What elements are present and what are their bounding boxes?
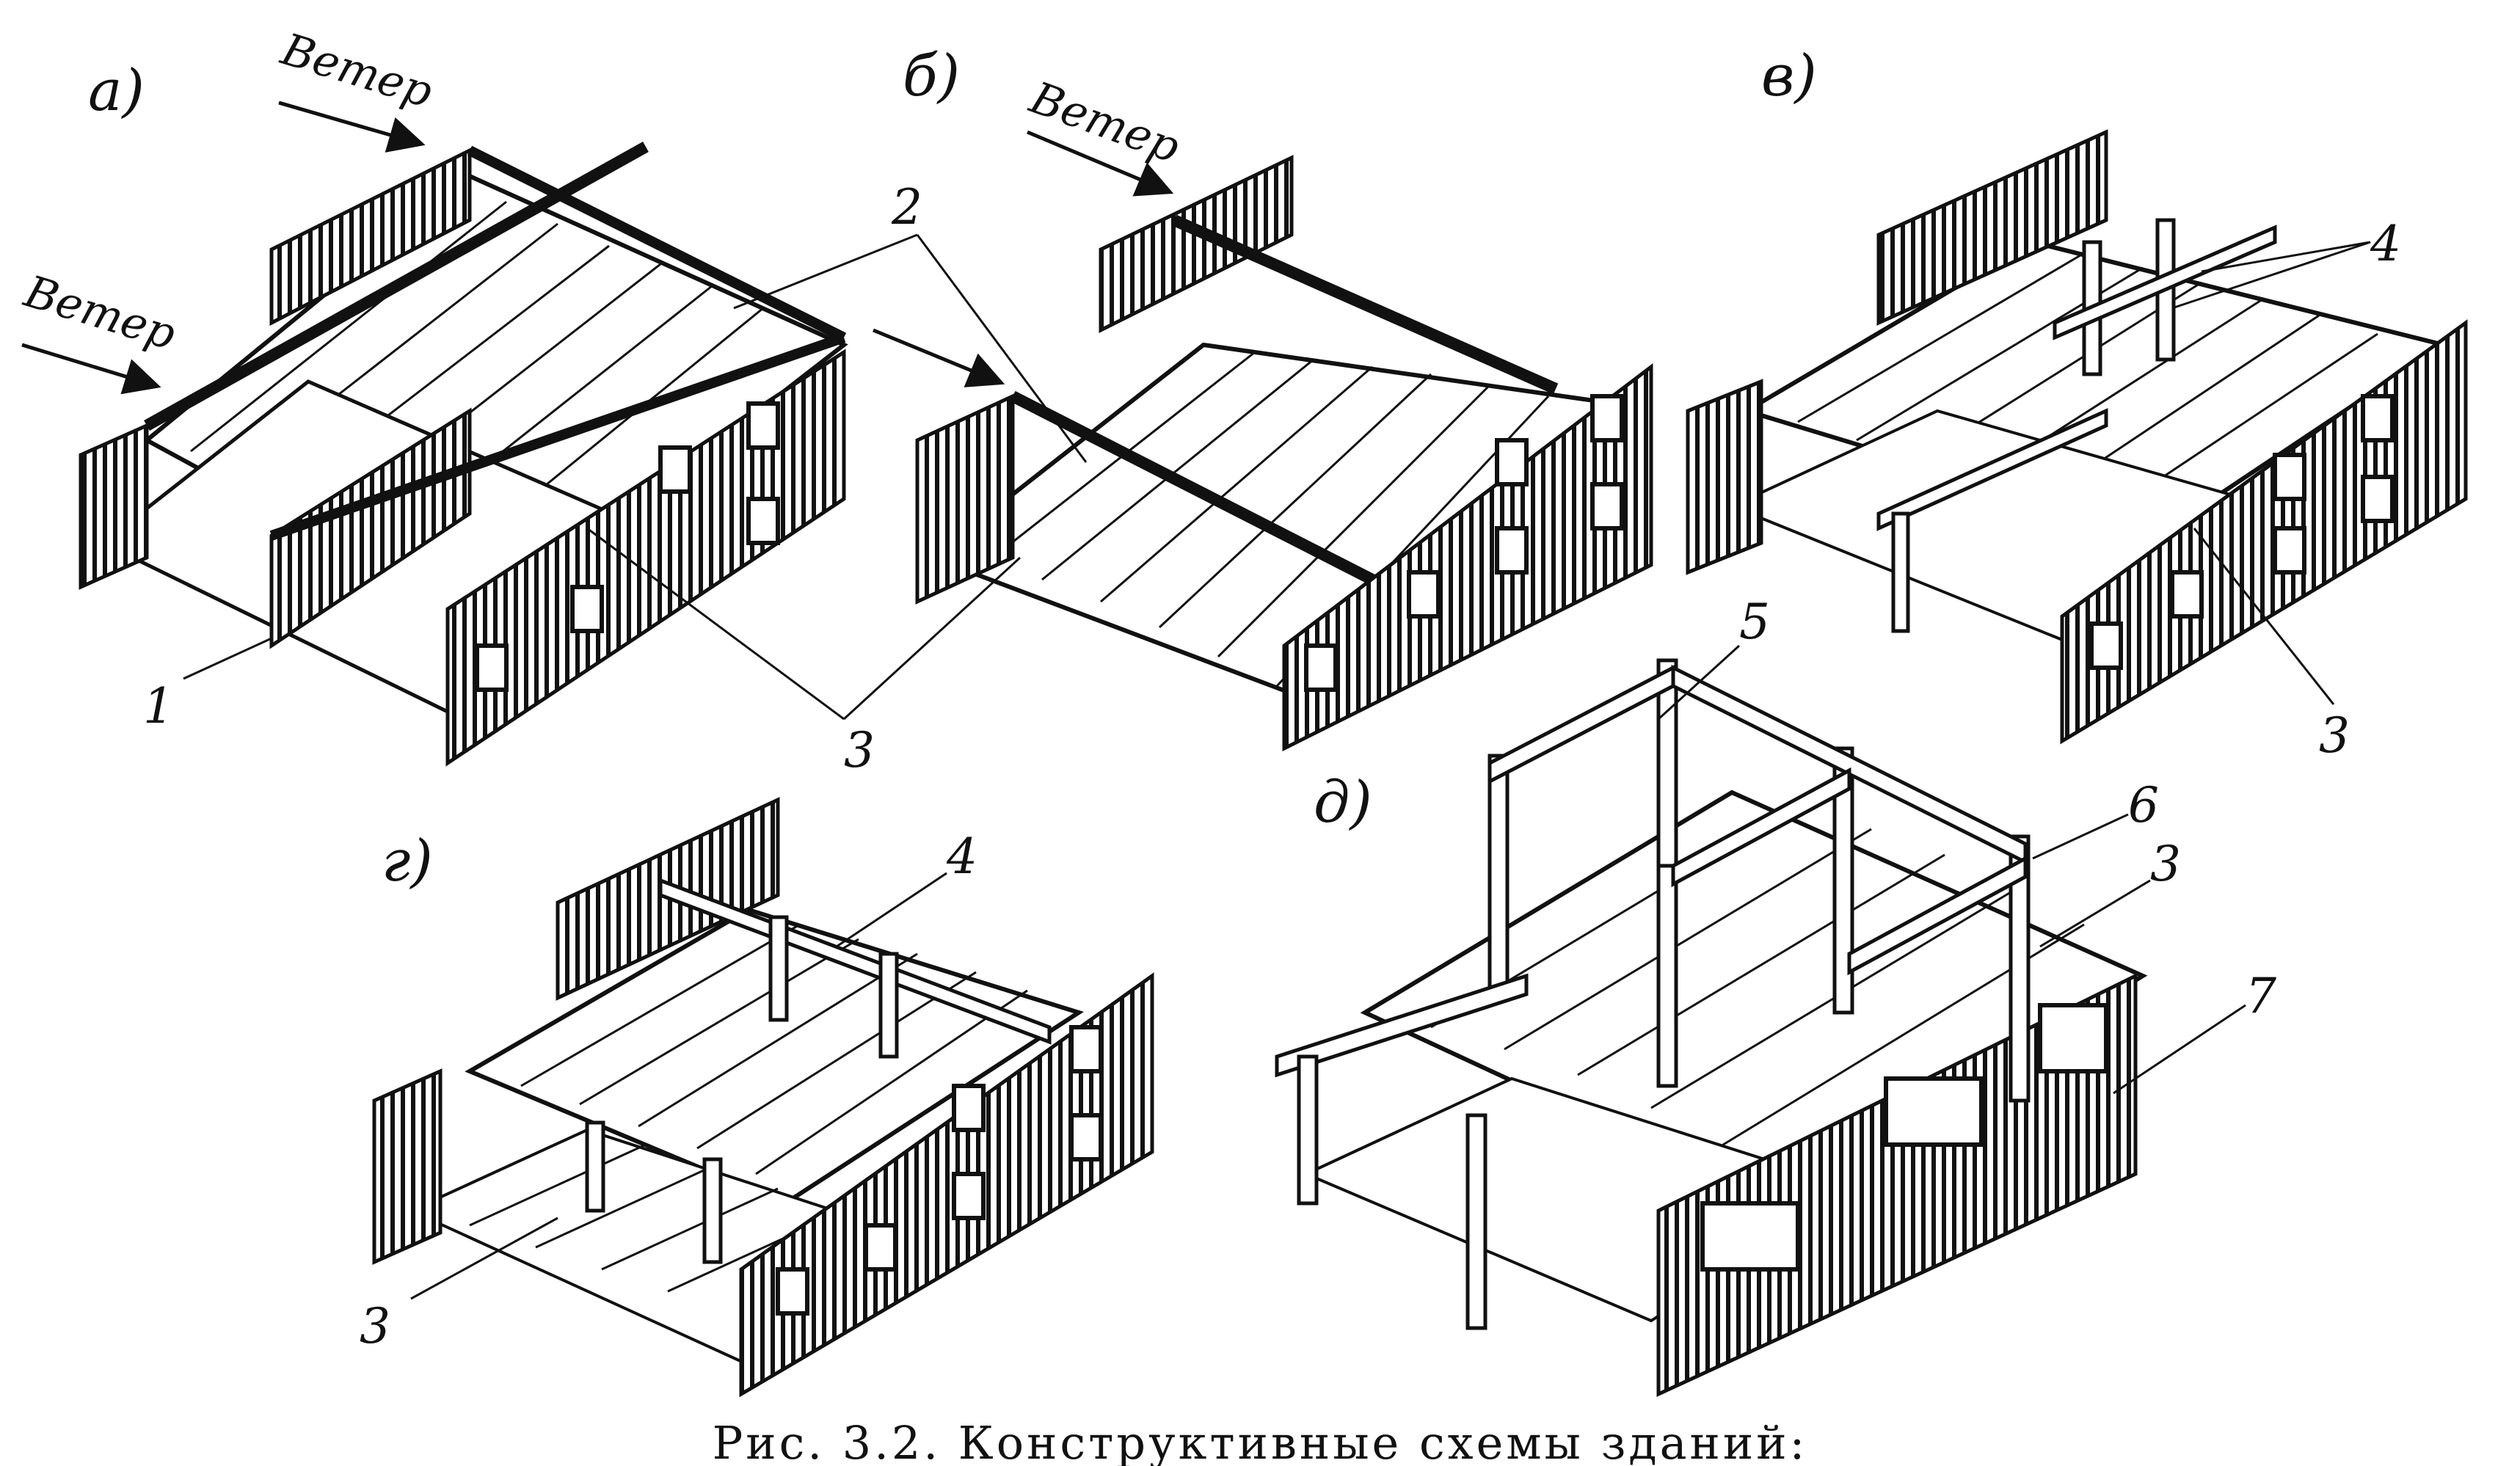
panel-g-column	[702, 1157, 723, 1264]
panel-b-cross-wall-2	[1171, 214, 1559, 395]
panel-b-wind-arrow-1	[873, 328, 1005, 387]
panel-v-letter: в)	[1761, 43, 1817, 109]
panel-a-wind-label-1: Ветер	[275, 23, 439, 118]
panel-a-leader-1	[183, 637, 272, 680]
figure-caption: Рис. 3.2. Конструктивные схемы зданий:	[712, 1416, 1808, 1466]
panel-a	[21, 101, 918, 767]
panel-a-leader-3	[586, 527, 845, 721]
panel-d	[1275, 644, 2246, 1397]
panel-v	[1686, 129, 2468, 745]
panel-d-column	[1465, 1113, 1487, 1330]
callout-3-panel-a-b: 3	[844, 722, 875, 778]
panel-v-frame	[1876, 218, 2277, 633]
panel-b-letter: б)	[903, 43, 960, 109]
panel-d-column	[1656, 864, 1678, 1088]
panel-b-windows	[1304, 394, 1624, 692]
panel-d-windows	[1700, 1003, 2108, 1272]
panel-d-leader-6	[2032, 813, 2129, 860]
callout-4-panel-v: 4	[2370, 216, 2401, 272]
panel-b-slab-planks	[983, 351, 1550, 688]
panel-b-wind-label: Ветер	[1023, 72, 1187, 173]
panel-a-left-wall	[79, 423, 149, 590]
panel-a-mid-wall	[269, 407, 472, 649]
panel-d-beam	[1671, 767, 1851, 888]
panel-a-leader-2	[733, 233, 918, 310]
panel-a-cross-wall-2	[269, 332, 846, 541]
panel-v-windows	[2089, 394, 2395, 670]
panel-a-back-wall	[269, 147, 472, 327]
panel-g-column	[878, 952, 899, 1059]
panel-b-wind-arrow-2	[1027, 130, 1174, 197]
panel-d-leader-7	[2113, 1004, 2246, 1095]
callout-2: 2	[891, 179, 922, 236]
callout-5: 5	[1739, 594, 1770, 650]
panel-g	[372, 797, 1154, 1398]
callout-3-panel-g: 3	[360, 1298, 390, 1354]
callout-3-panel-v: 3	[2319, 707, 2350, 764]
callout-1-panel-a: 1	[143, 678, 174, 734]
panel-v-leader-3	[2193, 528, 2335, 705]
panel-a-windows	[475, 401, 780, 692]
panel-d-frame	[1275, 658, 2031, 1330]
panel-b-left-wall	[915, 393, 1015, 605]
panel-g-column	[768, 915, 789, 1022]
panel-b-leader-2	[916, 234, 1088, 463]
panel-d-letter: д)	[1314, 770, 1372, 836]
panel-d-beam	[1487, 664, 1675, 785]
panel-a-wind-label-2: Ветер	[18, 266, 182, 360]
panel-g-leader-4	[836, 872, 947, 948]
panel-g-frame	[585, 878, 1052, 1264]
panel-g-front-wall	[739, 972, 1154, 1398]
panel-v-left-wall	[1686, 379, 1763, 575]
callout-6: 6	[2128, 777, 2159, 834]
panel-g-letter: г)	[382, 828, 433, 894]
panel-v-back-wall	[1876, 129, 2108, 326]
panel-g-leader-3	[410, 1217, 558, 1300]
panel-b-front-wall	[1282, 362, 1653, 752]
panel-d-column	[1297, 1054, 1319, 1206]
panel-d-beam	[1275, 973, 1529, 1078]
panel-g-slab-planks	[520, 923, 1028, 1175]
panel-d-column	[1487, 754, 1510, 1000]
callout-3-panel-d: 3	[2150, 836, 2181, 892]
panel-v-leader-4b	[2171, 241, 2371, 310]
panel-g-column	[585, 1120, 605, 1213]
panel-v-beam	[2053, 225, 2277, 340]
panel-v-leader-4a	[2201, 241, 2371, 273]
callout-7: 7	[2246, 968, 2276, 1024]
panel-d-leader-5	[1657, 644, 1741, 721]
panel-d-beam	[1847, 855, 2028, 976]
panel-b-back-wall	[1099, 155, 1294, 334]
panel-a-front-wall	[445, 349, 846, 767]
panel-g-beam	[658, 878, 1052, 1045]
panel-b-leader-3	[842, 556, 1022, 721]
panel-a-wind-arrow-2	[278, 101, 426, 153]
panel-b	[842, 130, 1653, 752]
panel-v-beam	[1876, 408, 2108, 531]
panel-a-wind-arrow-1	[21, 343, 161, 395]
panel-a-cross-wall-3	[467, 145, 847, 343]
panel-g-left-wall	[372, 1068, 443, 1265]
panel-g-windows	[776, 1025, 1103, 1316]
callout-4-panel-g: 4	[946, 828, 977, 885]
panel-b-cross-wall-1	[1010, 390, 1375, 586]
panel-d-leader-3	[2039, 879, 2151, 948]
panel-a-letter: а)	[88, 58, 145, 124]
panel-v-column	[1891, 511, 1910, 633]
